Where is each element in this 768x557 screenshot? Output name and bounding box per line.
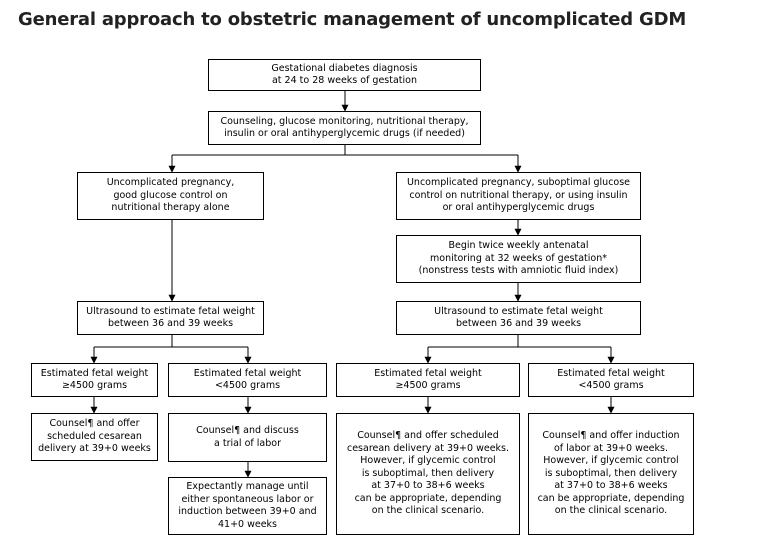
- node-antenatal-monitoring: Begin twice weekly antenatal monitoring …: [396, 235, 641, 283]
- node-diagnosis: Gestational diabetes diagnosis at 24 to …: [208, 59, 481, 91]
- node-good-control: Uncomplicated pregnancy, good glucose co…: [77, 172, 264, 220]
- diagram-title: General approach to obstetric management…: [18, 9, 687, 30]
- node-suboptimal-control: Uncomplicated pregnancy, suboptimal gluc…: [396, 172, 641, 220]
- node-ultrasound-left: Ultrasound to estimate fetal weight betw…: [77, 301, 264, 335]
- node-trial-of-labor: Counsel¶ and discuss a trial of labor: [168, 413, 327, 462]
- node-weight-lt4500-left: Estimated fetal weight <4500 grams: [168, 363, 327, 397]
- node-ultrasound-right: Ultrasound to estimate fetal weight betw…: [396, 301, 641, 335]
- node-expectant-manage: Expectantly manage until either spontane…: [168, 477, 327, 535]
- node-weight-ge4500-right: Estimated fetal weight ≥4500 grams: [336, 363, 520, 397]
- node-weight-lt4500-right: Estimated fetal weight <4500 grams: [528, 363, 694, 397]
- node-induction-right: Counsel¶ and offer induction of labor at…: [528, 413, 694, 535]
- node-cesarean-left: Counsel¶ and offer scheduled cesarean de…: [31, 413, 158, 461]
- node-cesarean-right: Counsel¶ and offer scheduled cesarean de…: [336, 413, 520, 535]
- node-counseling: Counseling, glucose monitoring, nutritio…: [208, 111, 481, 145]
- node-weight-ge4500-left: Estimated fetal weight ≥4500 grams: [31, 363, 158, 397]
